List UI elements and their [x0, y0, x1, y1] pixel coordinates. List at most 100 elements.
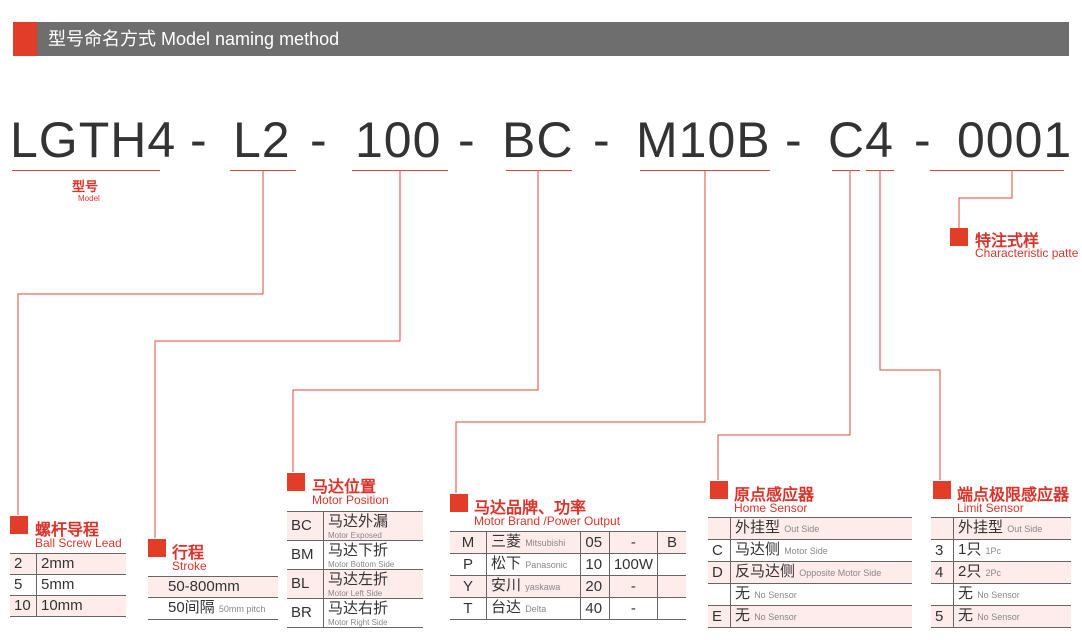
lead-subtitle: Ball Screw Lead	[35, 536, 122, 550]
limit-code: 3	[931, 539, 954, 562]
motor-brand-title: 马达品牌、功率	[474, 500, 587, 517]
brand-brake	[657, 553, 686, 576]
limit-sensor-title: 端点极限感应器	[957, 487, 1070, 504]
lead-value: 2mm	[36, 553, 126, 575]
lead-value: 10mm	[36, 595, 126, 617]
brand-code: T	[450, 597, 487, 620]
table-row: 无 No Sensor	[931, 583, 1071, 606]
table-row: 50-800mm	[148, 576, 278, 598]
brand-brake	[657, 597, 686, 620]
brand-en: Panasonic	[525, 560, 568, 570]
limit-cn: 1只	[958, 541, 982, 558]
lead-title: 螺杆导程	[35, 522, 100, 539]
limit-en: No Sensor	[977, 612, 1020, 622]
header-accent	[13, 22, 37, 56]
model-label-cn: 型号	[72, 179, 99, 194]
brand-code: P	[450, 553, 487, 576]
motor-position-en: Motor Bottom Side	[328, 560, 395, 569]
table-row: 50间隔 50mm pitch	[148, 597, 278, 620]
limit-cn: 2只	[958, 563, 982, 580]
brand-code: M	[450, 531, 487, 554]
brand-cn: 三菱	[491, 533, 522, 550]
brand-brake: B	[657, 531, 686, 554]
motor-position-code: BM	[287, 540, 324, 570]
model-label-en: Model	[78, 194, 100, 203]
underline-series	[12, 170, 160, 171]
lead-code: 10	[10, 595, 37, 617]
motor-position-marker	[287, 473, 305, 491]
underline-characteristic	[930, 170, 1064, 171]
brand-code: Y	[450, 575, 487, 598]
motor-position-cn: 马达外漏	[328, 513, 389, 530]
limit-code: 4	[931, 561, 954, 584]
code-motor-brand: M10B	[636, 112, 771, 168]
motor-brand-marker	[450, 494, 468, 512]
limit-cn: 外挂型	[958, 519, 1004, 536]
underline-motor-position	[506, 170, 572, 171]
brand-power-code: 10	[580, 553, 610, 576]
limit-code: 5	[931, 605, 954, 628]
motor-position-code: BL	[287, 569, 324, 599]
home-cn: 外挂型	[735, 519, 781, 536]
table-row: 外挂型 Out Side	[931, 517, 1071, 540]
stroke-note: 50mm pitch	[218, 604, 266, 614]
brand-en: Mitsubishi	[525, 538, 566, 548]
stroke-value: 50-800mm	[148, 576, 278, 598]
page-title: 型号命名方式 Model naming method	[48, 29, 340, 49]
code-series: LGTH4	[10, 112, 177, 168]
limit-code	[931, 517, 954, 540]
brand-cn: 台达	[491, 599, 522, 616]
code-lead: L2	[233, 112, 291, 168]
home-en: No Sensor	[754, 590, 797, 600]
home-code: D	[708, 561, 731, 584]
home-sensor-title: 原点感应器	[734, 487, 815, 504]
limit-en: Out Side	[1007, 524, 1043, 534]
motor-position-cn: 马达左折	[328, 571, 389, 588]
table-row: 外挂型 Out Side	[708, 517, 912, 540]
header-bar	[13, 22, 1069, 56]
brand-power-code: 05	[580, 531, 610, 554]
characteristic-marker	[950, 228, 968, 246]
motor-position-cn: 马达下折	[328, 542, 389, 559]
home-cn: 无	[735, 607, 751, 624]
home-cn: 反马达侧	[735, 563, 796, 580]
lead-value: 5mm	[36, 574, 126, 596]
motor-position-title: 马达位置	[312, 479, 377, 496]
brand-power-code: 40	[580, 597, 610, 620]
brand-en: yaskawa	[525, 582, 561, 592]
home-code: E	[708, 605, 731, 628]
stroke-subtitle: Stroke	[172, 559, 207, 573]
limit-cn: 无	[958, 607, 974, 624]
brand-cn: 安川	[491, 577, 522, 594]
limit-sensor-marker	[933, 481, 951, 499]
brand-power-code: 20	[580, 575, 610, 598]
limit-cn: 无	[958, 585, 974, 602]
code-dash: -	[458, 112, 476, 168]
lead-marker	[10, 516, 28, 534]
limit-code	[931, 583, 954, 606]
limit-en: 1Pc	[985, 546, 1002, 556]
code-sensors: C4	[828, 112, 894, 168]
motor-position-code: BR	[287, 598, 324, 628]
limit-sensor-subtitle: Limit Sensor	[957, 501, 1024, 515]
code-dash: -	[310, 112, 328, 168]
brand-power: -	[608, 575, 658, 598]
limit-en: No Sensor	[977, 590, 1020, 600]
